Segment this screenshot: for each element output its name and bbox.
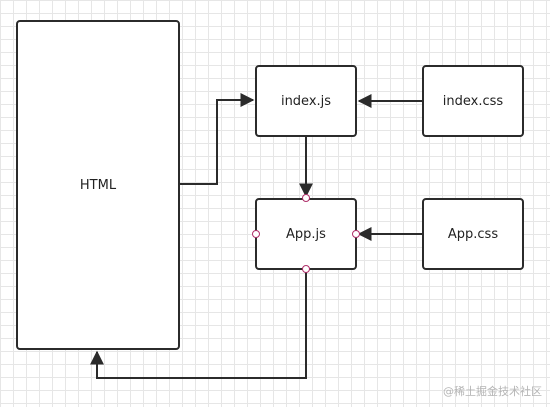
- node-index-js[interactable]: index.js: [255, 65, 357, 137]
- handle-top[interactable]: [302, 194, 310, 202]
- node-index-css[interactable]: index.css: [422, 65, 524, 137]
- handle-left[interactable]: [252, 230, 260, 238]
- node-app-css[interactable]: App.css: [422, 198, 524, 270]
- edge-appjs-to-html[interactable]: [90, 270, 307, 379]
- node-app-js-label: App.js: [286, 226, 326, 242]
- node-index-css-label: index.css: [442, 93, 504, 109]
- handle-right[interactable]: [352, 230, 360, 238]
- node-index-js-label: index.js: [280, 93, 332, 109]
- node-app-css-label: App.css: [447, 226, 499, 242]
- node-html[interactable]: HTML: [16, 20, 180, 350]
- node-html-label: HTML: [79, 177, 117, 193]
- edge-html-to-indexjs[interactable]: [180, 93, 255, 185]
- handle-bottom[interactable]: [302, 265, 310, 273]
- watermark: @稀土掘金技术社区: [443, 385, 542, 398]
